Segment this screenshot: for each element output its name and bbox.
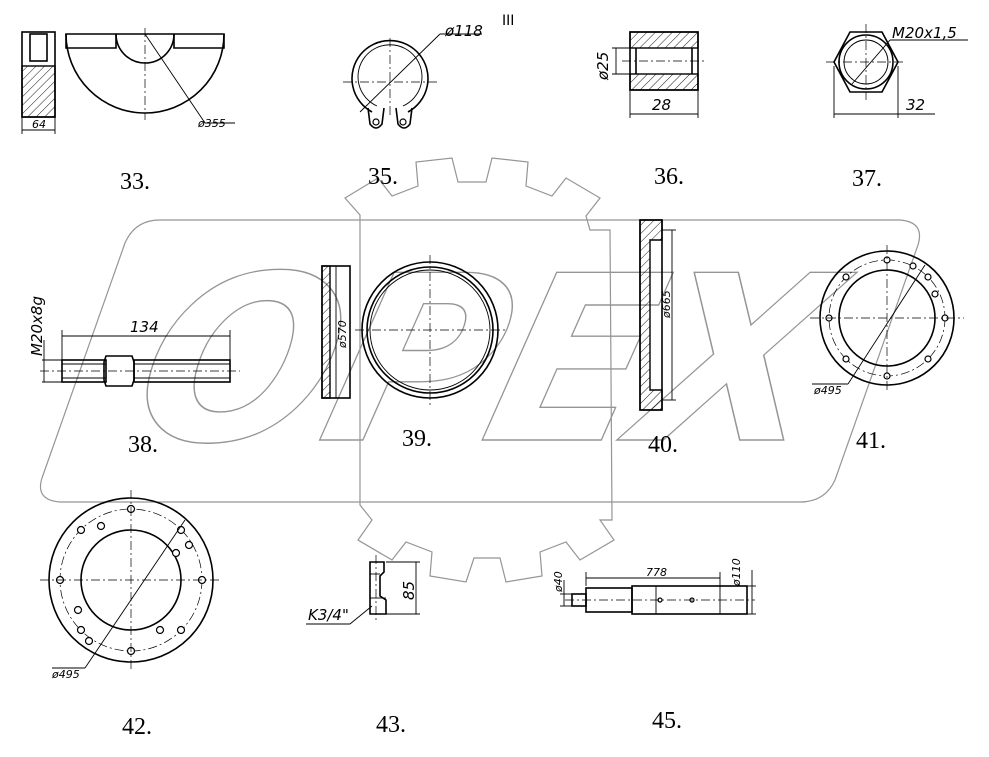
part-33-dim-diameter: ø355 <box>197 117 226 130</box>
part-45-label: 45. <box>652 708 682 734</box>
part-39-drawing: ø570 <box>321 255 505 405</box>
part-37-dim-thread: M20x1,5 <box>892 24 957 42</box>
part-35-drawing: ø118 <box>343 22 483 129</box>
part-35-dim-diameter: ø118 <box>444 22 483 40</box>
part-39-label: 39. <box>402 426 432 452</box>
part-41-dim-diameter: ø495 <box>813 384 842 397</box>
part-33-label: 33. <box>120 169 150 195</box>
part-45-dim-body-diameter: ø110 <box>730 558 743 587</box>
part-42-drawing: ø495 <box>40 490 222 681</box>
part-43-dim-length: 85 <box>400 581 418 600</box>
part-43-drawing: 85 K3/4" <box>306 555 420 625</box>
part-40-dim-diameter: ø665 <box>660 290 673 319</box>
part-42-label: 42. <box>122 714 152 740</box>
part-41-drawing: ø495 <box>810 245 964 397</box>
part-45-dim-shaft-diameter: ø40 <box>552 571 565 593</box>
part-36-label: 36. <box>654 164 684 190</box>
part-36-drawing: 28 ø25 <box>594 31 706 118</box>
part-39-dim-diameter: ø570 <box>336 320 349 349</box>
part-42-dim-diameter: ø495 <box>51 668 80 681</box>
watermark-gear <box>344 157 615 583</box>
watermark-banner <box>39 219 921 503</box>
watermark-logo: OPEX <box>39 157 921 583</box>
part-37-dim-width: 32 <box>906 96 925 114</box>
part-37-drawing: M20x1,5 32 <box>826 24 968 118</box>
part-35-label: 35. <box>368 164 398 190</box>
part-33-dim-width: 64 <box>32 118 46 131</box>
part-36-dim-length: 28 <box>652 96 671 114</box>
part-37-label: 37. <box>852 166 882 192</box>
part-40-label: 40. <box>648 432 678 458</box>
part-38-dim-thread: M20x8g <box>28 296 46 356</box>
part-36-dim-diameter: ø25 <box>594 52 612 81</box>
part-45-drawing: 778 ø40 ø110 <box>552 558 756 615</box>
part-43-label: 43. <box>376 712 406 738</box>
part-38-drawing: 134 M20x8g <box>28 296 240 387</box>
part-45-dim-length: 778 <box>646 566 667 579</box>
part-38-label: 38. <box>128 432 158 458</box>
part-43-dim-thread: K3/4" <box>308 606 349 624</box>
part-33-drawing: 64 ø355 <box>21 28 235 134</box>
part-40-drawing: ø665 <box>639 219 676 411</box>
corner-mark: III <box>502 13 514 29</box>
part-38-dim-length: 134 <box>130 318 159 336</box>
part-41-label: 41. <box>856 428 886 454</box>
